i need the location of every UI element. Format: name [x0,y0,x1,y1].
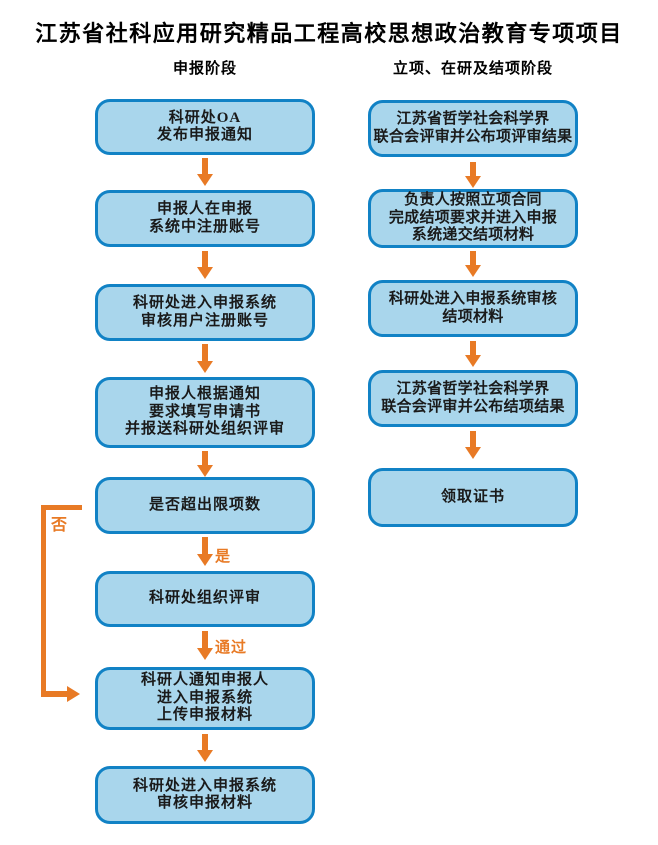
node-fill-application: 申报人根据通知 要求填写申请书 并报送科研处组织评审 [95,377,315,448]
right-column-header: 立项、在研及结项阶段 [392,61,553,77]
edge-label-pass: 通过 [215,640,248,656]
node-limit-check: 是否超出限项数 [95,477,315,534]
node-federation-review-publish: 江苏省哲学社会科学界 联合会评审并公布项评审结果 [368,100,578,157]
node-review-closing-materials: 科研处进入申报系统审核 结项材料 [368,280,578,337]
node-line: 科研处进入申报系统审核 [388,291,558,307]
page-title: 江苏省社科应用研究精品工程高校思想政治教育专项项目 [35,21,623,46]
node-line: 联合会评审并公布结项结果 [381,398,565,415]
node-notify-upload-materials: 科研人通知申报人 进入申报系统 上传申报材料 [95,667,315,730]
edge-label-yes: 是 [215,549,232,565]
node-line: 结项材料 [442,308,504,325]
down-arrow-icon [197,158,213,186]
node-review-application-materials: 科研处进入申报系统 审核申报材料 [95,766,315,824]
down-arrow-icon [465,431,481,459]
node-get-certificate: 领取证书 [368,468,578,527]
node-line: 科研处OA [168,109,242,126]
node-line: 科研处进入申报系统 [132,777,277,794]
node-line: 科研人通知申报人 [140,672,269,689]
node-line: 并报送科研处组织评审 [124,421,285,438]
node-line: 要求填写申请书 [148,403,261,420]
node-line: 系统中注册账号 [148,218,261,235]
down-arrow-icon [465,162,481,188]
node-register-account: 申报人在申报 系统中注册账号 [95,190,315,247]
node-line: 发布申报通知 [156,127,253,143]
node-line: 科研处组织评审 [148,590,261,607]
down-arrow-icon [465,251,481,277]
node-line: 完成结项要求并进入申报 [388,209,558,226]
node-line: 上传申报材料 [156,707,253,724]
down-arrow-icon [197,537,213,566]
no-branch-line-top [41,505,82,510]
node-oa-publish-notice: 科研处OA 发布申报通知 [95,99,315,155]
node-line: 江苏省哲学社会科学界 [396,111,550,127]
down-arrow-icon [465,341,481,367]
node-line: 科研处进入申报系统 [132,295,277,311]
node-org-review: 科研处组织评审 [95,571,315,627]
down-arrow-icon [197,631,213,660]
node-line: 申报人在申报 [156,201,253,217]
node-line: 进入申报系统 [156,689,253,706]
node-line: 系统递交结项材料 [411,227,535,244]
node-line: 领取证书 [440,488,505,505]
node-line: 是否超出限项数 [148,496,261,513]
no-branch-line-vertical [41,505,46,697]
down-arrow-icon [197,734,213,762]
node-publish-closing-results: 江苏省哲学社会科学界 联合会评审并公布结项结果 [368,370,578,427]
node-line: 申报人根据通知 [148,386,261,403]
node-line: 审核用户注册账号 [140,312,269,329]
down-arrow-icon [197,251,213,279]
node-complete-closing-requirements: 负责人按照立项合同 完成结项要求并进入申报 系统递交结项材料 [368,189,578,248]
node-line: 审核申报材料 [156,795,253,811]
node-line: 负责人按照立项合同 [404,192,542,209]
node-line: 江苏省哲学社会科学界 [396,381,550,397]
node-line: 联合会评审并公布项评审结果 [373,128,573,145]
down-arrow-icon [197,451,213,477]
left-column-header: 申报阶段 [172,61,237,77]
edge-label-no: 否 [51,517,69,534]
down-arrow-icon [197,344,213,373]
node-review-registration: 科研处进入申报系统 审核用户注册账号 [95,284,315,341]
no-branch-line-bottom [41,691,68,697]
right-arrowhead-icon [67,686,80,702]
